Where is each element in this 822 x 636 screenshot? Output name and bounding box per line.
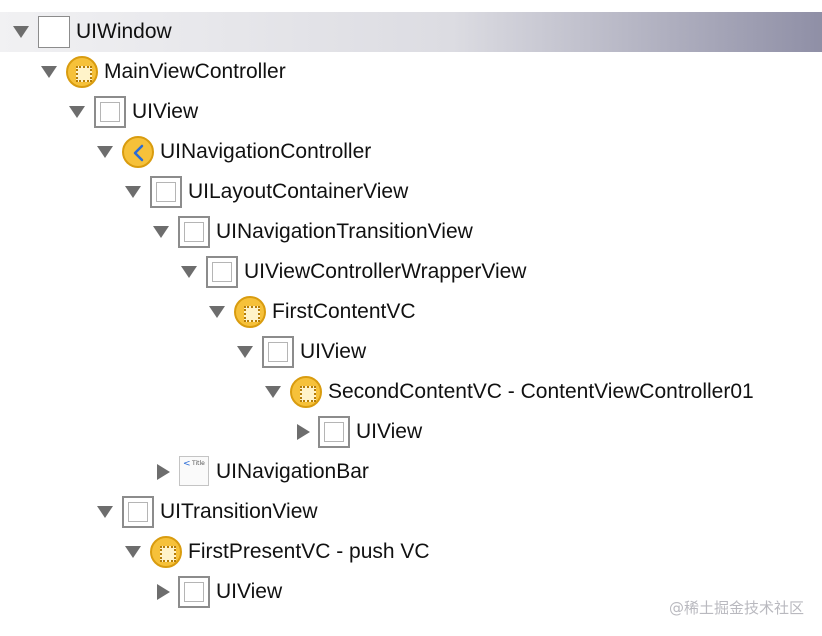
tree-row-firstpresentvc[interactable]: FirstPresentVC - push VC — [0, 532, 822, 572]
chevron-left-icon — [133, 144, 144, 162]
tree-row-label: UILayoutContainerView — [188, 180, 409, 203]
disclosure-collapsed-icon[interactable] — [157, 584, 170, 600]
navigation-controller-icon — [122, 136, 154, 168]
tree-row-label: UINavigationTransitionView — [216, 220, 473, 243]
tree-row-label: FirstContentVC — [272, 300, 416, 323]
view-controller-icon — [66, 56, 98, 88]
disclosure-collapsed-icon[interactable] — [157, 464, 170, 480]
navigation-bar-title: Title — [192, 460, 205, 467]
tree-row-label: UIView — [216, 580, 283, 603]
window-icon — [38, 16, 70, 48]
disclosure-expanded-icon[interactable] — [125, 186, 141, 198]
view-icon — [318, 416, 350, 448]
tree-row-uilayoutcontainerview[interactable]: UILayoutContainerView — [0, 172, 822, 212]
tree-row-uiviewcontrollerwrapperview[interactable]: UIViewControllerWrapperView — [0, 252, 822, 292]
disclosure-expanded-icon[interactable] — [13, 26, 29, 38]
view-icon — [178, 576, 210, 608]
disclosure-expanded-icon[interactable] — [265, 386, 281, 398]
tree-row-uiwindow[interactable]: UIWindow — [0, 12, 822, 52]
navigation-bar-icon: < Title — [179, 456, 209, 486]
tree-row-label: UIView — [132, 100, 199, 123]
tree-row-uinavigationtransitionview[interactable]: UINavigationTransitionView — [0, 212, 822, 252]
disclosure-expanded-icon[interactable] — [69, 106, 85, 118]
view-controller-icon — [150, 536, 182, 568]
tree-row-label: UITransitionView — [160, 500, 318, 523]
tree-row-firstcontentvc[interactable]: FirstContentVC — [0, 292, 822, 332]
tree-row-label: FirstPresentVC - push VC — [188, 540, 430, 563]
disclosure-expanded-icon[interactable] — [237, 346, 253, 358]
tree-row-uiview[interactable]: UIView — [0, 92, 822, 132]
view-icon — [122, 496, 154, 528]
tree-row-label: UINavigationController — [160, 140, 372, 163]
view-icon — [94, 96, 126, 128]
tree-row-secondcontentvc[interactable]: SecondContentVC - ContentViewController0… — [0, 372, 822, 412]
disclosure-expanded-icon[interactable] — [97, 146, 113, 158]
tree-row-label: UIView — [300, 340, 367, 363]
tree-row-uinavigationcontroller[interactable]: UINavigationController — [0, 132, 822, 172]
tree-row-uiview[interactable]: UIView — [0, 332, 822, 372]
tree-row-label: UINavigationBar — [216, 460, 369, 483]
tree-row-uinavigationbar[interactable]: < Title UINavigationBar — [0, 452, 822, 492]
disclosure-expanded-icon[interactable] — [153, 226, 169, 238]
disclosure-expanded-icon[interactable] — [209, 306, 225, 318]
view-controller-icon — [234, 296, 266, 328]
tree-row-label: UIView — [356, 420, 423, 443]
disclosure-expanded-icon[interactable] — [41, 66, 57, 78]
tree-row-label: SecondContentVC - ContentViewController0… — [328, 380, 754, 403]
view-icon — [206, 256, 238, 288]
view-icon — [262, 336, 294, 368]
chevron-left-icon: < — [183, 459, 191, 469]
disclosure-expanded-icon[interactable] — [97, 506, 113, 518]
watermark: @稀土掘金技术社区 — [668, 599, 804, 617]
disclosure-expanded-icon[interactable] — [181, 266, 197, 278]
view-icon — [150, 176, 182, 208]
tree-row-uiview[interactable]: UIView — [0, 412, 822, 452]
tree-row-label: MainViewController — [104, 60, 286, 83]
tree-row-label: UIViewControllerWrapperView — [244, 260, 527, 283]
tree-row-uitransitionview[interactable]: UITransitionView — [0, 492, 822, 532]
tree-row-uiview[interactable]: UIView — [0, 572, 822, 612]
disclosure-expanded-icon[interactable] — [125, 546, 141, 558]
tree-row-mainviewcontroller[interactable]: MainViewController — [0, 52, 822, 92]
view-icon — [178, 216, 210, 248]
disclosure-collapsed-icon[interactable] — [297, 424, 310, 440]
tree-row-label: UIWindow — [76, 20, 172, 43]
view-controller-icon — [290, 376, 322, 408]
